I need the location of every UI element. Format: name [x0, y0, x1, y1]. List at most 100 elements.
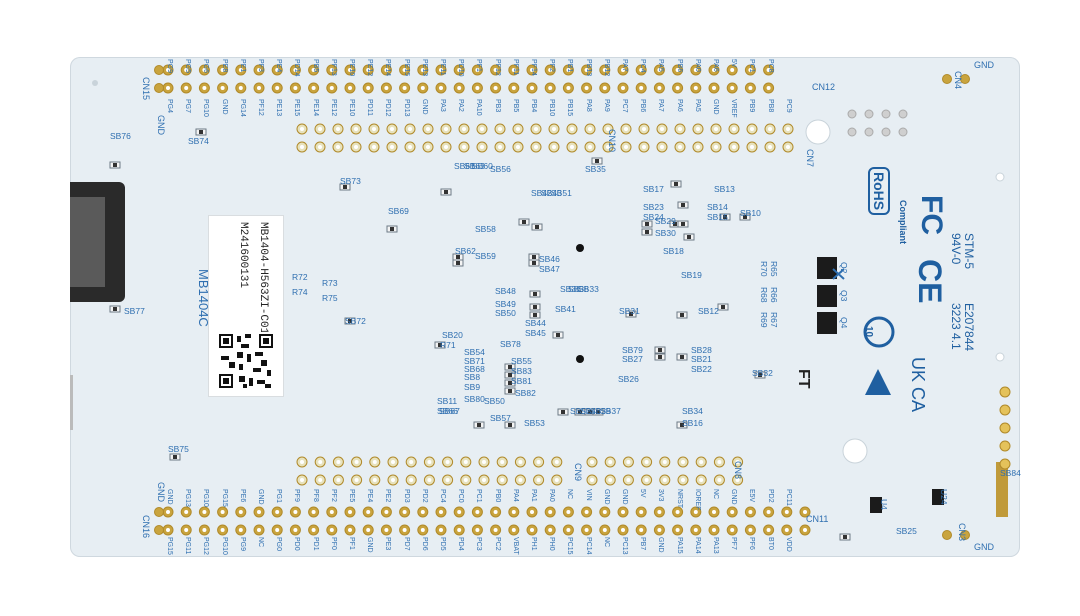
- ft-mark: FT: [795, 369, 812, 389]
- pin-hole: [408, 127, 412, 131]
- fiducial-dot: [576, 244, 584, 252]
- pin-label-bottom-inner: GND: [730, 489, 738, 505]
- solder-bridge-pad: [680, 313, 684, 317]
- cn3-gnd-label: GND: [974, 542, 994, 552]
- solder-bridge-label: SB68: [464, 364, 485, 374]
- pin-hole: [329, 86, 334, 90]
- pin-label-bottom: GND: [657, 537, 665, 553]
- solder-bridge-label: SB83: [511, 366, 532, 376]
- pin-hole: [570, 127, 574, 131]
- pin-hole: [784, 510, 789, 514]
- solder-bridge-label: SB32: [752, 368, 773, 378]
- pin-label-top-inner: PA10: [475, 99, 483, 116]
- solder-bridge-label: SB81: [511, 376, 532, 386]
- gnd-header-pin: [154, 507, 164, 517]
- pin-hole: [493, 86, 498, 90]
- pin-hole: [420, 510, 425, 514]
- solder-bridge-label: SB33: [578, 284, 599, 294]
- pin-label-top: PE12: [366, 59, 374, 77]
- resistor-label: R69: [759, 312, 769, 328]
- pin-hole: [311, 528, 316, 532]
- solder-bridge-label: SB35: [585, 164, 606, 174]
- pin-hole: [480, 127, 484, 131]
- pin-hole: [748, 528, 753, 532]
- pin-hole: [457, 86, 462, 90]
- resistor-label: R73: [322, 278, 338, 288]
- gnd-header-pin: [154, 83, 164, 93]
- pin-label-top: PF2: [548, 59, 556, 72]
- pin-hole: [184, 86, 189, 90]
- pin-hole: [657, 528, 662, 532]
- pin-hole: [498, 145, 502, 149]
- solder-bridge-pad: [674, 182, 678, 186]
- pin-label-top-inner: PB5: [511, 99, 519, 113]
- pin-hole: [768, 127, 772, 131]
- pin-hole: [717, 460, 722, 464]
- solder-bridge-label: SB50: [484, 396, 505, 406]
- pin-hole: [293, 510, 298, 514]
- pin-label-bottom-inner: PC1: [475, 489, 483, 503]
- pin-label-bottom-inner: PB0: [493, 489, 501, 503]
- solder-bridge-label: SB44: [525, 318, 546, 328]
- solder-bridge-label: SB72: [345, 316, 366, 326]
- gnd-header-pin: [942, 530, 952, 540]
- pin-hole: [354, 127, 358, 131]
- transistor-q2: [817, 257, 837, 279]
- usb-connector-body: [70, 197, 105, 287]
- solder-bridge-label: SB23: [643, 202, 664, 212]
- solder-bridge-label: SB19: [681, 270, 702, 280]
- solder-bridge-label: SB12: [698, 306, 719, 316]
- pin-label-top-inner: PA2: [457, 99, 465, 112]
- pin-label-bottom: VDD: [784, 537, 792, 552]
- pin-hole: [608, 478, 613, 482]
- resistor-label: R75: [322, 293, 338, 303]
- pin-hole: [166, 528, 170, 532]
- pin-label-top-inner: PF12: [257, 99, 264, 116]
- pin-label-bottom: PG12: [202, 537, 210, 555]
- pin-hole: [644, 460, 649, 464]
- pin-label-bottom-inner: PC4: [439, 489, 446, 503]
- pin-label-bottom-inner: PG1: [275, 489, 283, 504]
- cn4-gnd-label: GND: [974, 60, 994, 70]
- pin-hole: [354, 478, 359, 482]
- pin-hole: [348, 510, 352, 514]
- solder-bridge-pad: [390, 227, 394, 231]
- solder-bridge-label: SB73: [340, 176, 361, 186]
- cn4-label: CN4: [953, 71, 963, 90]
- pin-hole: [348, 86, 352, 90]
- grey-pad: [847, 109, 857, 119]
- pin-hole: [462, 127, 466, 131]
- pin-label-bottom: PG15: [166, 537, 173, 555]
- pin-label-bottom: PD7: [402, 537, 410, 551]
- pin-hole: [696, 145, 700, 149]
- pin-hole: [732, 127, 736, 131]
- solder-bridge-label: SB15: [707, 212, 728, 222]
- pin-hole: [657, 510, 662, 514]
- solder-bridge-label: SB37: [600, 406, 621, 416]
- pin-hole: [336, 460, 341, 464]
- pin-hole: [427, 460, 432, 464]
- solder-bridge-label: SB52: [570, 406, 591, 416]
- pin-label-bottom-inner: PA0: [548, 489, 556, 502]
- pin-label-bottom: PF0: [329, 537, 337, 550]
- pin-hole: [566, 528, 571, 532]
- pin-label-bottom-inner: PF9: [293, 489, 301, 502]
- pin-label-bottom: PD4: [457, 537, 465, 551]
- pin-hole: [184, 510, 189, 514]
- pin-label-top: PA7: [621, 59, 628, 72]
- rohs-logo: RoHS: [868, 167, 890, 216]
- solder-bridge-label: SB47: [539, 264, 560, 274]
- pin-hole: [457, 528, 462, 532]
- pin-hole: [166, 68, 170, 72]
- solder-bridge-label: SB82: [515, 388, 536, 398]
- pin-label-bottom-inner: PD2: [420, 489, 428, 503]
- pin-label-bottom: PG0: [275, 537, 283, 552]
- pin-hole: [750, 127, 754, 131]
- pin-label-top: PE14: [384, 59, 392, 77]
- pin-hole: [534, 127, 538, 131]
- pin-hole: [366, 528, 371, 532]
- solder-bridge-label: SB40: [580, 406, 601, 416]
- solder-bridge-label: SB28: [691, 345, 712, 355]
- solder-bridge-pad: [508, 423, 512, 427]
- transistor-label: Q3: [839, 290, 849, 302]
